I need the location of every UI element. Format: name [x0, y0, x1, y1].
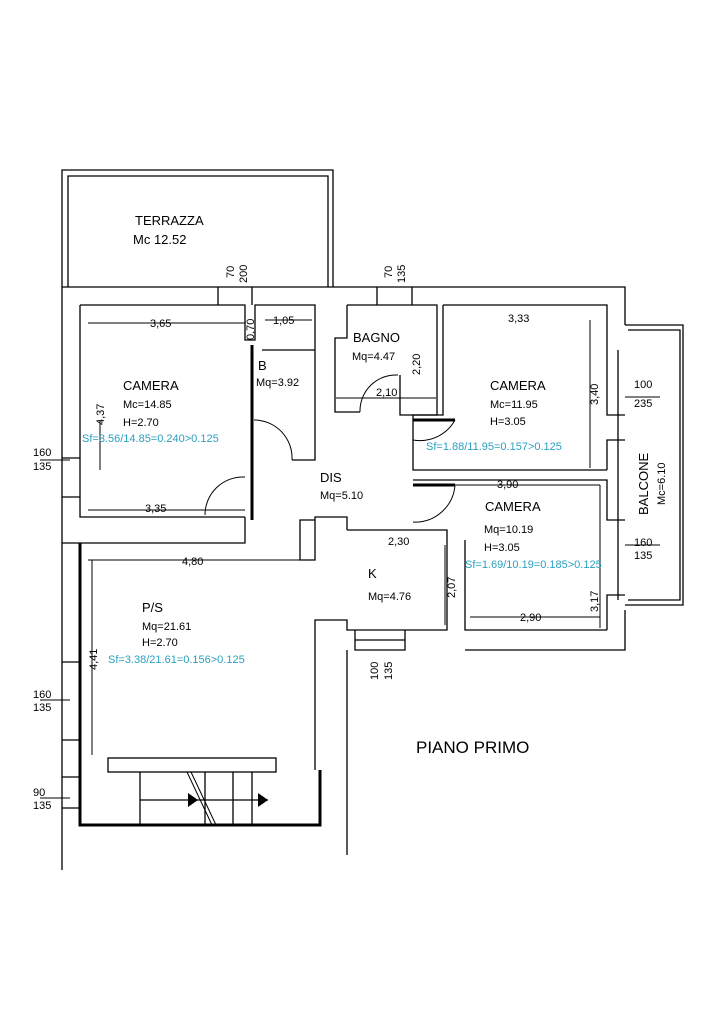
stair-arrow-icon [258, 793, 268, 807]
svg-text:135: 135 [33, 702, 51, 714]
stair-arrow-icon [188, 793, 198, 807]
window-annotation: 160 135 [33, 689, 51, 714]
balcone-area: Mc=6.10 [656, 463, 668, 506]
interior-walls [250, 304, 625, 855]
camera2-dim-h: 3,40 [589, 384, 601, 405]
camera1-height: H=2.70 [123, 417, 159, 429]
window-annotation: 70 135 [383, 265, 408, 283]
camera2-name: CAMERA [490, 378, 546, 393]
balcone-name: BALCONE [636, 453, 651, 515]
staircase [107, 757, 277, 826]
b-dim-w: 1,05 [273, 315, 294, 327]
window-annotation: 70 200 [225, 265, 250, 283]
b-name: B [258, 358, 267, 373]
svg-text:160: 160 [33, 447, 51, 459]
exterior-walls [61, 286, 626, 870]
camera2-area: Mc=11.95 [490, 399, 538, 411]
ps-height: H=2.70 [142, 637, 178, 649]
svg-text:160: 160 [634, 537, 652, 549]
svg-text:235: 235 [634, 398, 652, 410]
svg-text:135: 135 [396, 265, 408, 283]
camera1-name: CAMERA [123, 378, 179, 393]
camera1-area: Mc=14.85 [123, 399, 172, 411]
ps-area: Mq=21.61 [142, 621, 191, 633]
camera3-sf: Sf=1.69/10.19=0.185>0.125 [465, 559, 602, 571]
bagno-dim-h: 2,20 [411, 354, 423, 375]
svg-text:135: 135 [33, 800, 51, 812]
camera1-sf: Sf=3.56/14.85=0.240>0.125 [82, 433, 219, 445]
svg-text:90: 90 [33, 787, 45, 799]
bagno-dim-w: 2,10 [376, 387, 397, 399]
camera2-dim-w: 3,33 [508, 313, 529, 325]
k-dim-w: 2,30 [388, 536, 409, 548]
window-annotation: 100 235 [634, 379, 652, 410]
camera3-dim-w: 3,90 [497, 479, 518, 491]
window-annotation: 160 135 [634, 537, 652, 562]
terrazza-name: TERRAZZA [135, 213, 204, 228]
svg-text:160: 160 [33, 689, 51, 701]
window-annotation: 100 135 [369, 662, 395, 680]
dimension-lines [40, 319, 660, 799]
camera2-sf: Sf=1.88/11.95=0.157>0.125 [426, 441, 562, 453]
bagno-name: BAGNO [353, 330, 400, 345]
camera3-dim-w2: 2,90 [520, 612, 541, 624]
svg-text:200: 200 [238, 265, 250, 283]
ps-sf: Sf=3.38/21.61=0.156>0.125 [108, 654, 245, 666]
k-name: K [368, 566, 377, 581]
terrace [61, 169, 334, 287]
balcony [617, 324, 684, 606]
camera2-height: H=3.05 [490, 416, 526, 428]
dis-area: Mq=5.10 [320, 490, 363, 502]
k-area: Mq=4.76 [368, 591, 411, 603]
svg-text:70: 70 [225, 266, 237, 278]
camera3-height: H=3.05 [484, 542, 520, 554]
ps-name: P/S [142, 600, 163, 615]
svg-text:135: 135 [33, 461, 51, 473]
window-annotation: 90 135 [33, 787, 51, 812]
svg-text:70: 70 [383, 266, 395, 278]
terrazza-area: Mc 12.52 [133, 232, 186, 247]
bagno-area: Mq=4.47 [352, 351, 395, 363]
svg-text:135: 135 [634, 550, 652, 562]
svg-text:135: 135 [383, 662, 395, 680]
b-area: Mq=3.92 [256, 377, 299, 389]
camera3-dim-h: 3,17 [589, 591, 601, 612]
ps-dim-w: 4,80 [182, 556, 203, 568]
b-dim-h: 0,70 [245, 319, 257, 340]
doors [204, 374, 456, 523]
camera3-name: CAMERA [485, 499, 541, 514]
svg-text:100: 100 [634, 379, 652, 391]
camera3-area: Mq=10.19 [484, 524, 533, 536]
svg-text:100: 100 [369, 662, 381, 680]
plan-title: PIANO PRIMO [416, 738, 529, 757]
camera1-dim-w2: 3,35 [145, 503, 166, 515]
camera1-dim-h: 4,37 [95, 404, 107, 425]
camera1-dim-w: 3,65 [150, 318, 171, 330]
window-annotation: 160 135 [33, 447, 51, 473]
ps-dim-h: 4,41 [88, 649, 100, 670]
k-dim-h: 2,07 [446, 577, 458, 598]
dis-name: DIS [320, 470, 342, 485]
